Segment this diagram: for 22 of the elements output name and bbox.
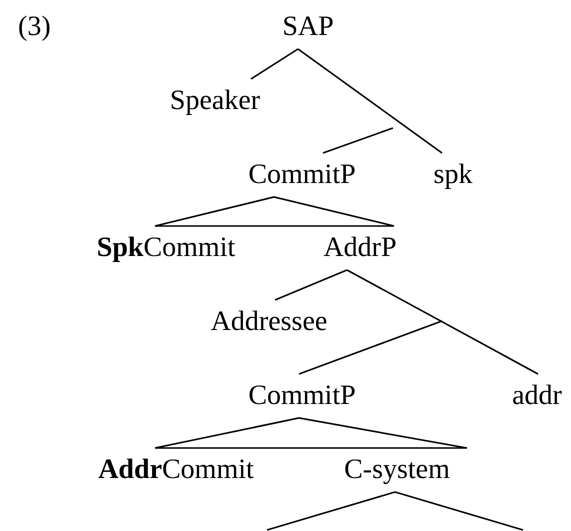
tree-branch-line (266, 491, 396, 531)
tree-node-label: C-system (332, 448, 462, 492)
tree-node-label: SpkCommit (84, 226, 248, 270)
tree-branch-line (394, 491, 524, 531)
tree-branch-line (274, 269, 348, 301)
tree-node-label: AddrP (311, 226, 409, 270)
tree-triangle (154, 196, 395, 227)
tree-node-label: CommitP (236, 153, 368, 197)
tree-node-label: SAP (270, 5, 346, 49)
tree-branch-line (322, 127, 394, 154)
tree-branch-line (298, 320, 442, 375)
tree-node-label: AddrCommit (86, 448, 266, 492)
tree-node-label: spk (422, 153, 484, 197)
tree-node-label: CommitP (236, 374, 368, 418)
tree-triangle (154, 417, 468, 449)
tree-node-label: addr (500, 374, 571, 418)
tree-node-label: Speaker (158, 79, 272, 123)
tree-branch-line (250, 48, 298, 80)
tree-branch-line (346, 269, 538, 375)
example-number: (3) (18, 13, 51, 41)
tree-branch-line (298, 48, 442, 154)
tree-node-label: Addressee (198, 300, 340, 344)
